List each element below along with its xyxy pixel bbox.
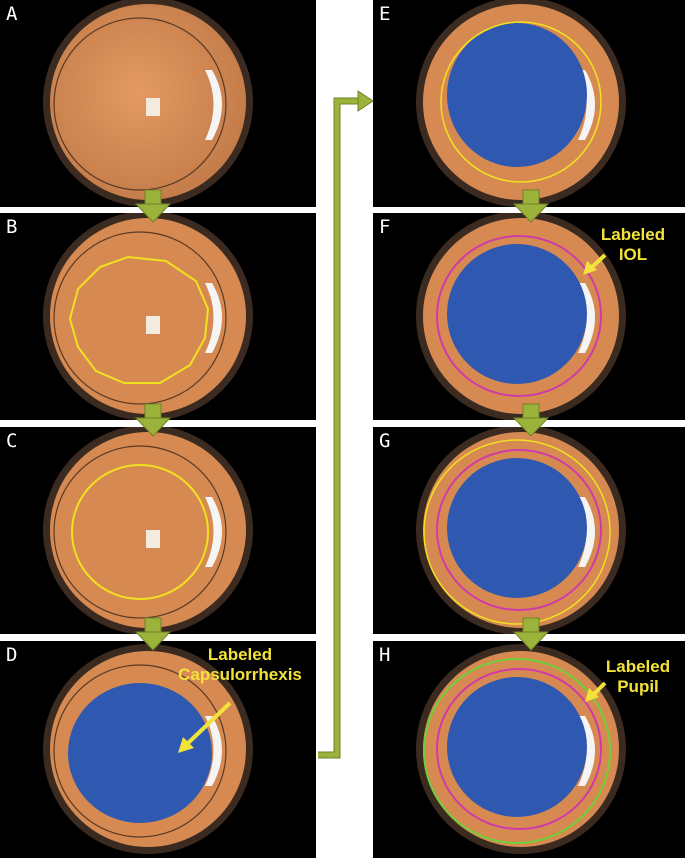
iol-outline bbox=[440, 21, 602, 183]
panel-letter: C bbox=[6, 430, 18, 452]
capsulorrhexis-polygon bbox=[68, 255, 210, 384]
panel-B: B bbox=[0, 213, 316, 420]
pupil-label: Labeled Pupil bbox=[605, 657, 671, 696]
arrow-down-C-D bbox=[134, 617, 172, 651]
eye-image-A bbox=[43, 0, 253, 207]
eye-image-H bbox=[416, 644, 626, 854]
iol-outline bbox=[436, 668, 602, 830]
panel-C: C bbox=[0, 427, 316, 634]
capsulorrhexis-ellipse bbox=[71, 464, 209, 600]
iol-outline bbox=[436, 235, 602, 397]
pointer-arrow-head bbox=[583, 261, 597, 275]
eye-image-D bbox=[43, 644, 253, 854]
arrow-D-to-E bbox=[318, 90, 374, 759]
panel-E: E bbox=[373, 0, 685, 207]
pointer-arrow-head bbox=[585, 688, 599, 702]
pointer-arrow-line bbox=[591, 681, 607, 697]
panel-F: F Labeled IOL bbox=[373, 213, 685, 420]
panel-A: A bbox=[0, 0, 316, 207]
panel-letter: A bbox=[6, 3, 18, 25]
panel-letter: F bbox=[379, 216, 391, 238]
capsulorrhexis-mask bbox=[447, 458, 587, 598]
arrow-down-G-H bbox=[512, 617, 550, 651]
eye-image-F bbox=[416, 213, 626, 420]
pupil-outline bbox=[423, 658, 611, 844]
panel-letter: E bbox=[379, 3, 391, 25]
arrow-down-B-C bbox=[134, 403, 172, 437]
capsulorrhexis-mask bbox=[447, 23, 587, 167]
eye-image-G bbox=[416, 427, 626, 634]
panel-letter: B bbox=[6, 216, 18, 238]
capsulorrhexis-mask bbox=[447, 677, 587, 817]
arrow-down-A-B bbox=[134, 189, 172, 223]
eye-image-B bbox=[43, 213, 253, 420]
panel-letter: H bbox=[379, 644, 391, 666]
pupil-outline bbox=[423, 439, 611, 625]
eye-image-C bbox=[43, 427, 253, 634]
pointer-arrow-line bbox=[589, 253, 607, 270]
panel-H: H Labeled Pupil bbox=[373, 641, 685, 858]
arrow-down-E-F bbox=[512, 189, 550, 223]
pointer-arrow-head bbox=[178, 737, 194, 753]
arrow-down-F-G bbox=[512, 403, 550, 437]
capsulorrhexis-mask bbox=[68, 683, 212, 823]
capsulorrhexis-mask bbox=[447, 244, 587, 384]
iol-outline bbox=[436, 449, 602, 611]
iol-label: Labeled IOL bbox=[600, 225, 666, 264]
panel-G: G bbox=[373, 427, 685, 634]
pointer-arrow-line bbox=[184, 701, 232, 747]
panel-letter: G bbox=[379, 430, 391, 452]
panel-letter: D bbox=[6, 644, 18, 666]
panel-D: D Labeled Capsulorrhexis bbox=[0, 641, 316, 858]
eye-image-E bbox=[416, 0, 626, 207]
capsulorrhexis-label: Labeled Capsulorrhexis bbox=[178, 645, 302, 684]
